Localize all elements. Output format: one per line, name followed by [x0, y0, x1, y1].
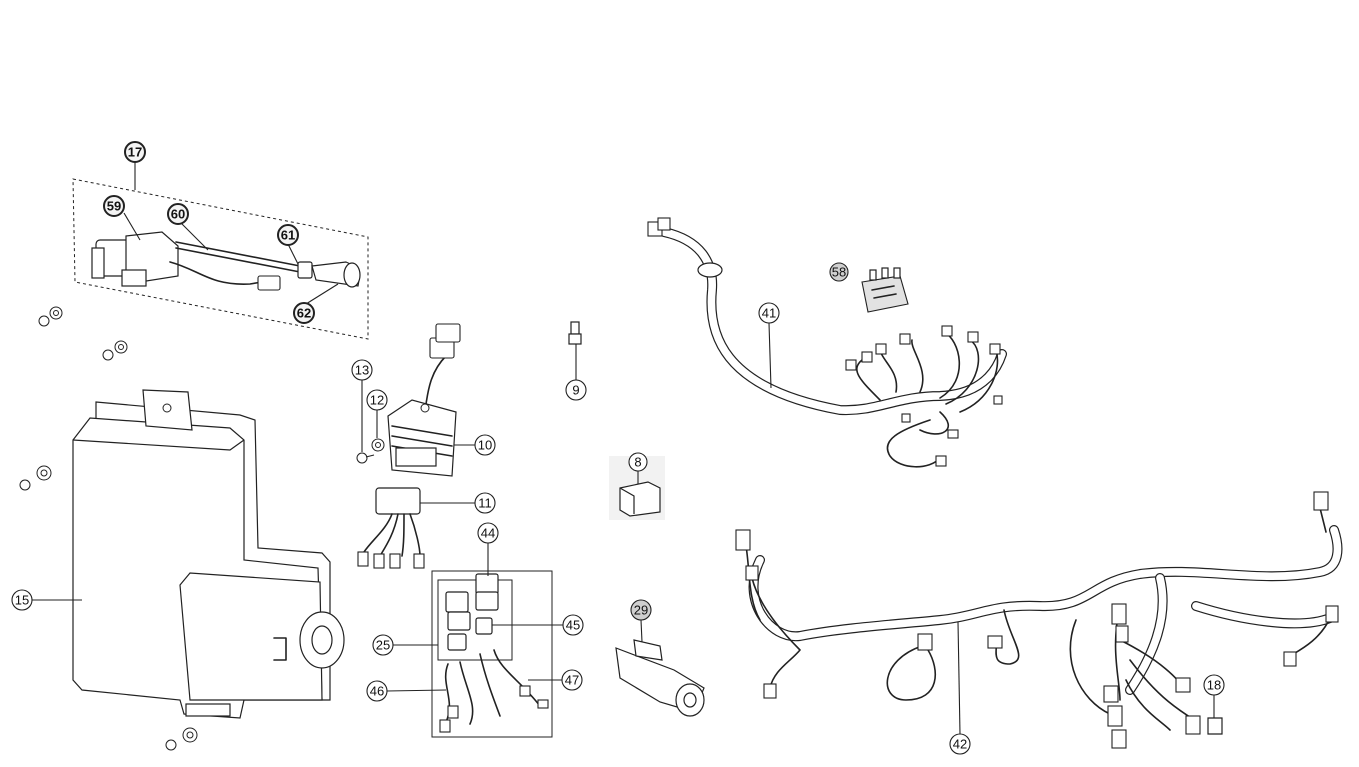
sensor-9: [568, 321, 582, 345]
svg-text:62: 62: [297, 306, 311, 321]
svg-text:29: 29: [634, 603, 648, 618]
starter-motor-29: [615, 639, 705, 717]
callout-25: 25: [372, 634, 394, 656]
callout-12: 12: [366, 389, 388, 411]
callout-44: 44: [477, 522, 499, 544]
svg-text:18: 18: [1207, 678, 1221, 693]
relay-kit-25: [431, 570, 553, 738]
svg-text:60: 60: [171, 207, 185, 222]
rectifier-11: [357, 487, 425, 569]
callout-8: 8: [628, 452, 648, 472]
svg-text:13: 13: [355, 363, 369, 378]
svg-text:45: 45: [566, 618, 580, 633]
callout-17: 17: [124, 141, 146, 163]
harness-42: [735, 491, 1343, 749]
clip-18: [1207, 717, 1223, 735]
svg-text:42: 42: [953, 737, 967, 752]
nut-61: [297, 261, 313, 279]
relay-45: [475, 617, 493, 635]
callout-60: 60: [167, 203, 189, 225]
leader-lines: [32, 162, 1215, 735]
callout-46: 46: [366, 680, 388, 702]
svg-text:59: 59: [107, 199, 121, 214]
callout-18: 18: [1203, 674, 1225, 696]
callout-13: 13: [351, 359, 373, 381]
svg-text:8: 8: [634, 455, 641, 470]
svg-text:44: 44: [481, 526, 495, 541]
callout-62: 62: [293, 302, 315, 324]
svg-text:61: 61: [281, 228, 295, 243]
callout-59: 59: [103, 195, 125, 217]
cover-15: [72, 389, 345, 719]
callout-45: 45: [562, 614, 584, 636]
callout-9: 9: [565, 379, 587, 401]
callout-15: 15: [11, 589, 33, 611]
callout-58: 58: [829, 262, 849, 282]
callout-61: 61: [277, 224, 299, 246]
relay-44: [475, 573, 499, 595]
svg-text:15: 15: [15, 593, 29, 608]
svg-text:25: 25: [376, 638, 390, 653]
svg-text:12: 12: [370, 393, 384, 408]
callout-42: 42: [949, 733, 971, 755]
callout-11: 11: [474, 492, 496, 514]
svg-text:41: 41: [762, 306, 776, 321]
callout-41: 41: [758, 302, 780, 324]
callout-29: 29: [630, 599, 652, 621]
svg-text:47: 47: [565, 673, 579, 688]
callout-47: 47: [561, 669, 583, 691]
svg-text:17: 17: [128, 145, 142, 160]
svg-text:10: 10: [478, 438, 492, 453]
screws-top-left: [19, 306, 198, 751]
svg-text:46: 46: [370, 684, 384, 699]
svg-text:11: 11: [478, 496, 492, 511]
regulator-10: [356, 323, 461, 477]
callout-10: 10: [474, 434, 496, 456]
assembly-17-outline: [72, 178, 369, 340]
svg-text:58: 58: [832, 265, 846, 280]
svg-text:9: 9: [572, 383, 579, 398]
switch-assembly-17: [72, 178, 369, 340]
relay-58: [861, 267, 909, 313]
harness-41: [647, 217, 1007, 468]
